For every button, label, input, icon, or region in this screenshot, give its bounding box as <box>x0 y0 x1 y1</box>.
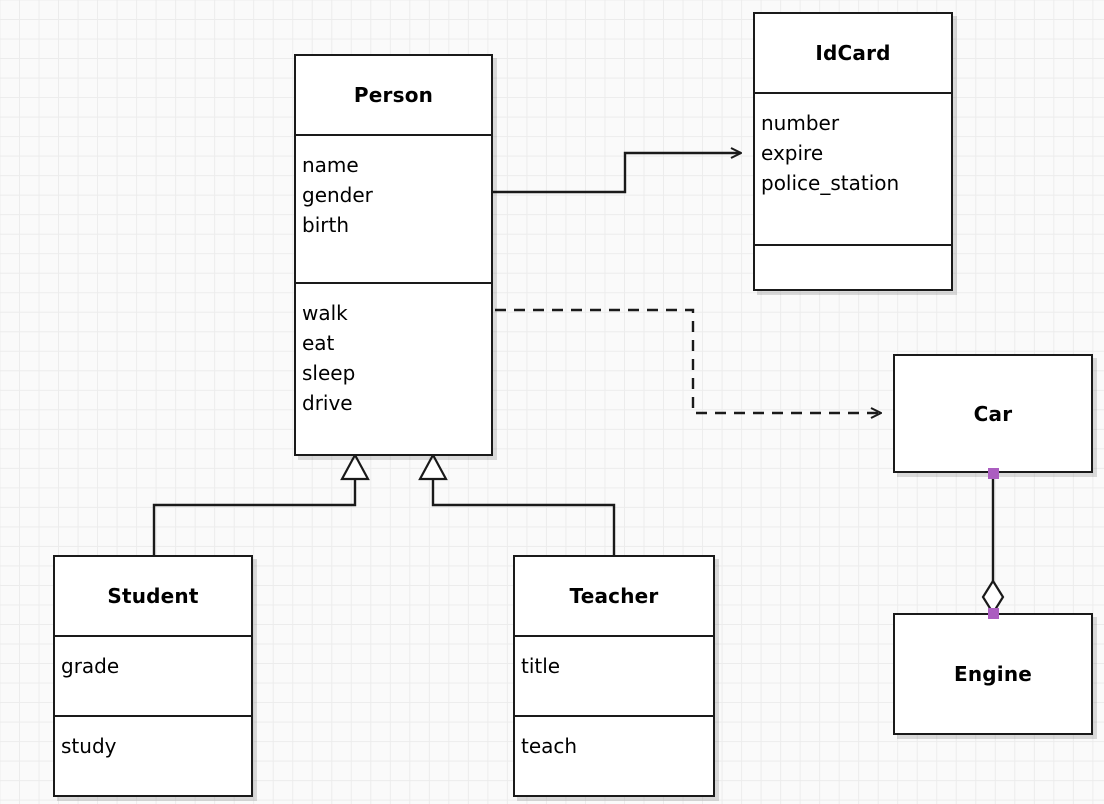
method-item: eat <box>302 331 335 355</box>
uml-class-car[interactable]: Car <box>893 354 1093 473</box>
edge-teacher-person <box>418 452 616 557</box>
edge-person-idcard <box>493 153 741 194</box>
connection-handle-car-bottom[interactable] <box>988 468 999 479</box>
attribute-item: grade <box>61 654 120 678</box>
class-methods-student: study <box>55 715 251 795</box>
class-name-engine: Engine <box>953 662 1033 686</box>
uml-class-teacher[interactable]: Teacher title teach <box>513 555 715 797</box>
edge-student-person <box>152 452 370 557</box>
attribute-item: title <box>521 654 561 678</box>
attribute-item: birth <box>302 213 349 237</box>
method-item: drive <box>302 391 353 415</box>
class-name-car: Car <box>973 401 1013 426</box>
connection-handle-engine-top[interactable] <box>988 608 999 619</box>
class-name-person: Person <box>353 83 434 107</box>
method-item: study <box>61 734 117 758</box>
class-attributes-teacher: title <box>515 635 713 715</box>
class-attributes-person: name gender birth <box>296 134 491 282</box>
class-name-idcard: IdCard <box>815 41 891 65</box>
uml-class-student[interactable]: Student grade study <box>53 555 253 797</box>
uml-class-engine[interactable]: Engine <box>893 613 1093 735</box>
uml-class-person[interactable]: Person name gender birth walk eat sleep … <box>294 54 493 456</box>
class-name-student: Student <box>107 584 199 608</box>
attribute-item: number <box>761 111 840 135</box>
edge-person-car <box>495 308 881 413</box>
attribute-item: gender <box>302 183 373 207</box>
class-methods-person: walk eat sleep drive <box>296 282 491 454</box>
attribute-item: police_station <box>761 171 900 195</box>
class-attributes-idcard: number expire police_station <box>755 92 951 244</box>
class-attributes-student: grade <box>55 635 251 715</box>
method-item: walk <box>302 301 348 325</box>
attribute-item: expire <box>761 141 824 165</box>
attribute-item: name <box>302 153 359 177</box>
method-item: sleep <box>302 361 356 385</box>
edge-car-engine <box>981 473 1005 616</box>
class-methods-teacher: teach <box>515 715 713 795</box>
method-item: teach <box>521 734 578 758</box>
uml-class-idcard[interactable]: IdCard number expire police_station <box>753 12 953 291</box>
class-methods-idcard <box>755 244 951 289</box>
class-name-teacher: Teacher <box>569 584 659 608</box>
